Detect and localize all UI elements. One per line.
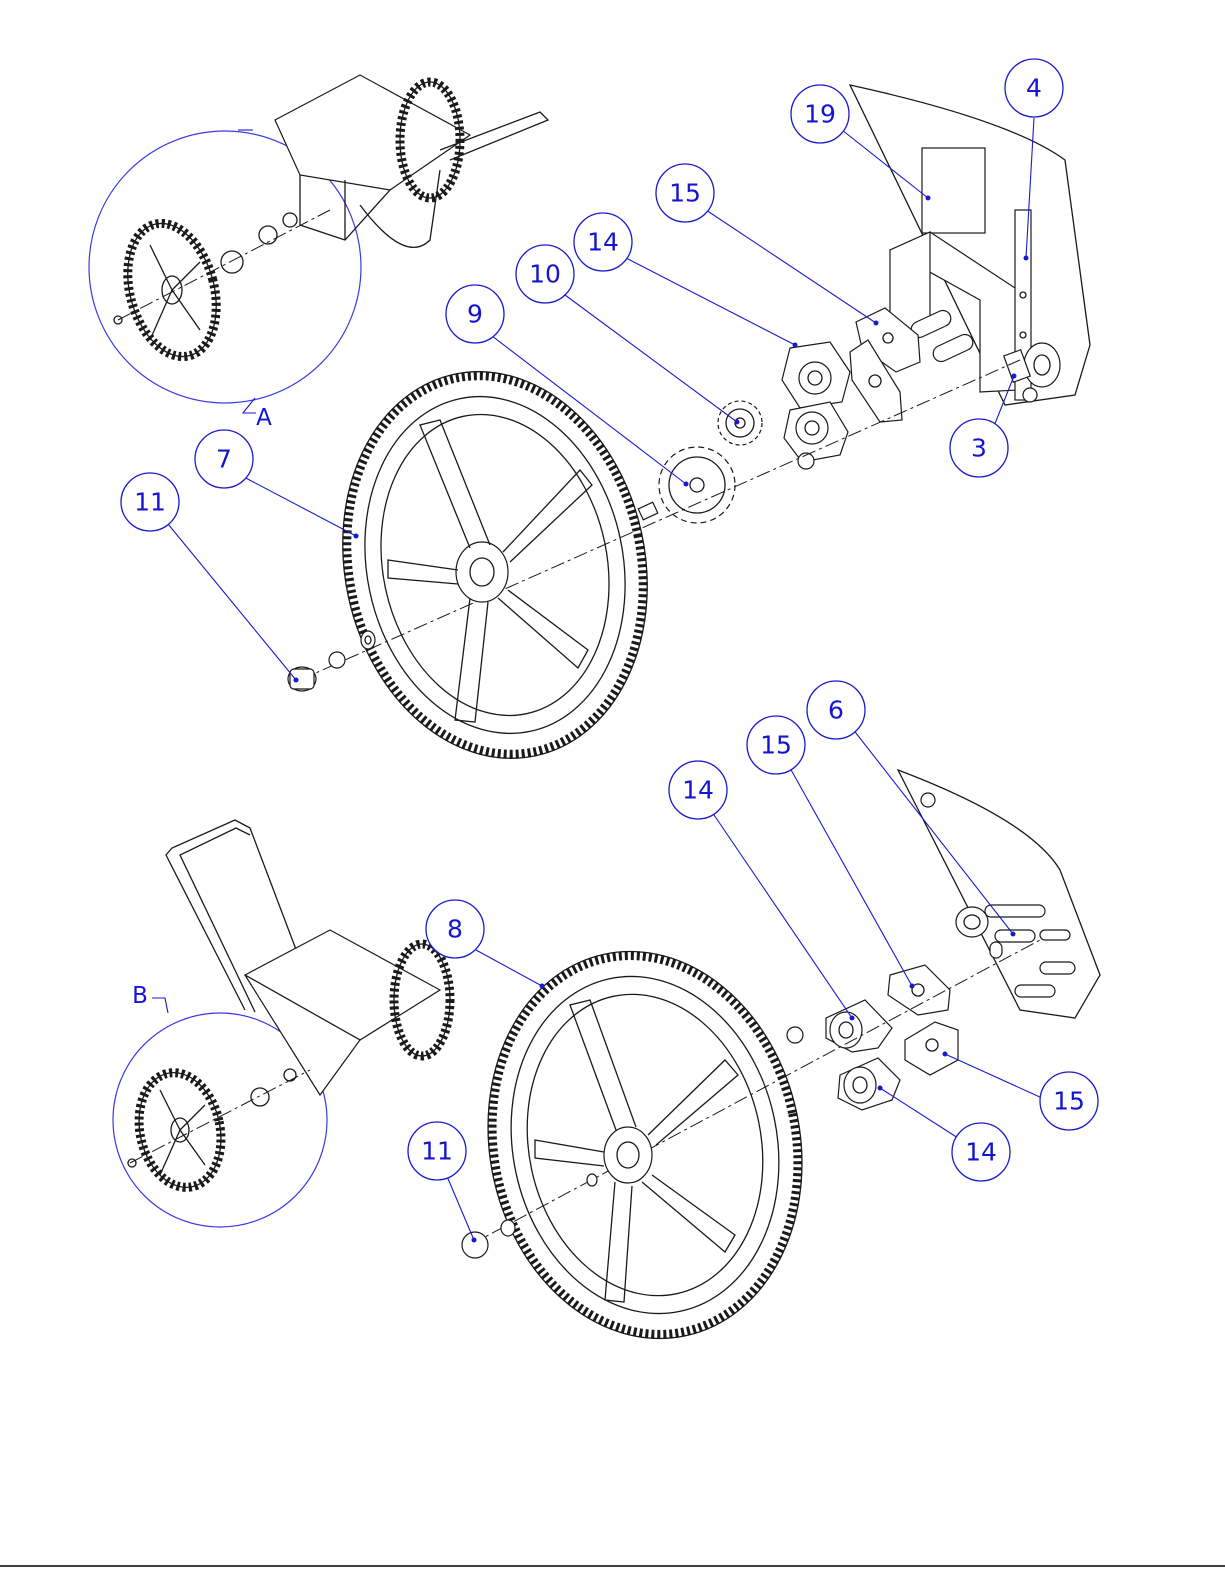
callout-3: 3 bbox=[950, 419, 1008, 477]
detail-a-view: A bbox=[89, 75, 548, 431]
callout-19: 19 bbox=[791, 85, 849, 143]
callout-8: 8 bbox=[426, 900, 484, 958]
callout-label: 11 bbox=[421, 1137, 453, 1166]
callout-label: 15 bbox=[1053, 1087, 1085, 1116]
callout-label: 3 bbox=[971, 434, 987, 463]
callout-label: 8 bbox=[447, 915, 463, 944]
callout-label: 7 bbox=[216, 445, 232, 474]
callout-14: 14 bbox=[574, 213, 632, 271]
callout-label: 10 bbox=[529, 260, 561, 289]
callout-label: 14 bbox=[587, 228, 619, 257]
lower-assembly: B bbox=[113, 770, 1100, 1368]
wheel-8 bbox=[453, 922, 837, 1368]
callout-label: 4 bbox=[1026, 74, 1042, 103]
callout-label: 14 bbox=[682, 776, 714, 805]
callout-11: 11 bbox=[121, 473, 179, 531]
callout-15: 15 bbox=[656, 164, 714, 222]
bushing-6 bbox=[956, 907, 988, 937]
detail-b-view: B bbox=[113, 820, 450, 1227]
decal-19 bbox=[922, 148, 985, 233]
callout-9: 9 bbox=[446, 285, 504, 343]
detail-b-letter: B bbox=[132, 983, 148, 1009]
plate-15-lower-b bbox=[905, 1022, 958, 1075]
plate-15-lower-a bbox=[888, 965, 950, 1015]
detail-a-letter: A bbox=[256, 405, 272, 431]
flange-plates-lower bbox=[888, 965, 958, 1075]
callout-7: 7 bbox=[195, 430, 253, 488]
callout-label: 19 bbox=[804, 100, 836, 129]
upper-assembly: A bbox=[89, 75, 1090, 787]
wheel-7 bbox=[308, 343, 683, 787]
callout-label: 15 bbox=[669, 179, 701, 208]
bearings-upper bbox=[782, 342, 850, 469]
bearings-lower bbox=[787, 1000, 900, 1110]
callout-label: 15 bbox=[760, 731, 792, 760]
callout-label: 9 bbox=[467, 300, 483, 329]
callout-6: 6 bbox=[807, 681, 865, 739]
callout-15: 15 bbox=[1040, 1072, 1098, 1130]
hopper-a bbox=[275, 75, 470, 190]
callout-10: 10 bbox=[516, 245, 574, 303]
assembly-axis-upper bbox=[300, 360, 1020, 680]
callout-14: 14 bbox=[669, 761, 727, 819]
callout-4: 4 bbox=[1005, 59, 1063, 117]
callout-11: 11 bbox=[408, 1122, 466, 1180]
sprocket-10 bbox=[718, 401, 762, 445]
callout-label: 14 bbox=[965, 1138, 997, 1167]
callout-14: 14 bbox=[952, 1123, 1010, 1181]
callout-15: 15 bbox=[747, 716, 805, 774]
callout-label: 11 bbox=[134, 488, 166, 517]
callout-label: 6 bbox=[828, 696, 844, 725]
hub-cap-11-upper bbox=[288, 631, 375, 691]
